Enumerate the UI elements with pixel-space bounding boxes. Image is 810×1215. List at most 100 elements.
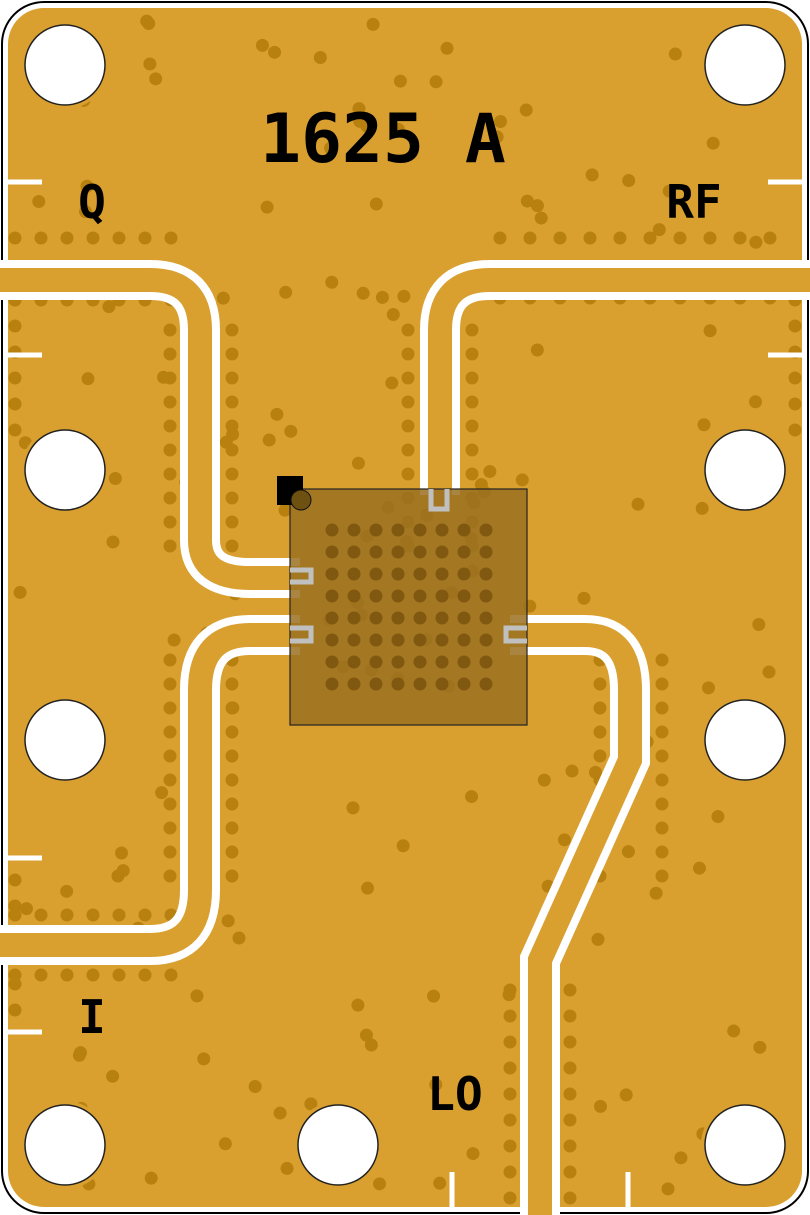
via bbox=[313, 51, 327, 65]
via bbox=[60, 231, 74, 245]
via bbox=[503, 1035, 517, 1049]
via bbox=[753, 1040, 767, 1054]
via bbox=[585, 168, 599, 182]
chip-via bbox=[347, 589, 361, 603]
chip-via bbox=[391, 655, 405, 669]
via bbox=[8, 977, 22, 991]
via bbox=[226, 427, 240, 441]
via bbox=[112, 968, 126, 982]
via bbox=[763, 231, 777, 245]
via bbox=[520, 194, 534, 208]
via bbox=[163, 677, 177, 691]
via bbox=[655, 797, 669, 811]
via bbox=[515, 473, 529, 487]
via bbox=[225, 539, 239, 553]
via bbox=[465, 443, 479, 457]
via bbox=[465, 347, 479, 361]
chip-via bbox=[325, 655, 339, 669]
via bbox=[163, 347, 177, 361]
chip-via bbox=[325, 611, 339, 625]
via bbox=[116, 864, 130, 878]
via bbox=[557, 833, 571, 847]
via bbox=[483, 464, 497, 478]
trace-rf-conductor bbox=[428, 268, 810, 495]
via bbox=[674, 1151, 688, 1165]
via bbox=[112, 231, 126, 245]
trace-lo-conductor bbox=[510, 623, 642, 1215]
via bbox=[401, 395, 415, 409]
via bbox=[155, 786, 169, 800]
via bbox=[593, 1099, 607, 1113]
via bbox=[115, 846, 129, 860]
via bbox=[401, 371, 415, 385]
via bbox=[262, 433, 276, 447]
via bbox=[352, 102, 366, 116]
chip-via bbox=[347, 655, 361, 669]
via bbox=[695, 501, 709, 515]
via bbox=[8, 908, 22, 922]
via bbox=[232, 931, 246, 945]
via bbox=[503, 1139, 517, 1153]
via bbox=[643, 231, 657, 245]
via bbox=[167, 633, 181, 647]
chip-via bbox=[391, 567, 405, 581]
port-label-rf: RF bbox=[666, 175, 721, 229]
chip-via bbox=[325, 633, 339, 647]
part-number-label: 1625 A bbox=[260, 100, 506, 179]
via bbox=[163, 749, 177, 763]
chip-via-grid bbox=[325, 523, 493, 691]
chip-body bbox=[289, 488, 528, 726]
via bbox=[361, 881, 375, 895]
via bbox=[563, 1165, 577, 1179]
via bbox=[164, 231, 178, 245]
via bbox=[706, 136, 720, 150]
via bbox=[86, 968, 100, 982]
via bbox=[81, 372, 95, 386]
via bbox=[727, 1024, 741, 1038]
via bbox=[401, 323, 415, 337]
via bbox=[225, 491, 239, 505]
via bbox=[34, 908, 48, 922]
via bbox=[108, 472, 122, 486]
via bbox=[593, 749, 607, 763]
via bbox=[8, 231, 22, 245]
chip-via bbox=[369, 567, 383, 581]
port-label-lo: LO bbox=[427, 1067, 482, 1121]
via bbox=[149, 72, 163, 86]
via bbox=[386, 308, 400, 322]
via bbox=[8, 319, 22, 333]
via bbox=[163, 539, 177, 553]
via bbox=[621, 845, 635, 859]
via bbox=[502, 988, 516, 1002]
via bbox=[346, 801, 360, 815]
via bbox=[225, 773, 239, 787]
via bbox=[60, 968, 74, 982]
via bbox=[503, 1191, 517, 1205]
mounting-hole bbox=[24, 1104, 106, 1186]
via bbox=[225, 395, 239, 409]
via bbox=[503, 1113, 517, 1127]
chip-via bbox=[435, 545, 449, 559]
via bbox=[748, 395, 762, 409]
chip-via bbox=[347, 523, 361, 537]
chip-via bbox=[457, 633, 471, 647]
chip-via bbox=[413, 633, 427, 647]
via bbox=[593, 725, 607, 739]
via bbox=[34, 968, 48, 982]
chip-via bbox=[325, 545, 339, 559]
chip-via bbox=[435, 589, 449, 603]
chip-via bbox=[435, 611, 449, 625]
via bbox=[563, 1139, 577, 1153]
via bbox=[138, 968, 152, 982]
via bbox=[279, 285, 293, 299]
chip-via bbox=[391, 523, 405, 537]
via bbox=[622, 174, 636, 188]
chip-via bbox=[479, 589, 493, 603]
chip-via bbox=[391, 633, 405, 647]
via bbox=[225, 347, 239, 361]
via bbox=[156, 370, 170, 384]
via bbox=[401, 347, 415, 361]
via bbox=[60, 884, 74, 898]
chip-via bbox=[325, 567, 339, 581]
